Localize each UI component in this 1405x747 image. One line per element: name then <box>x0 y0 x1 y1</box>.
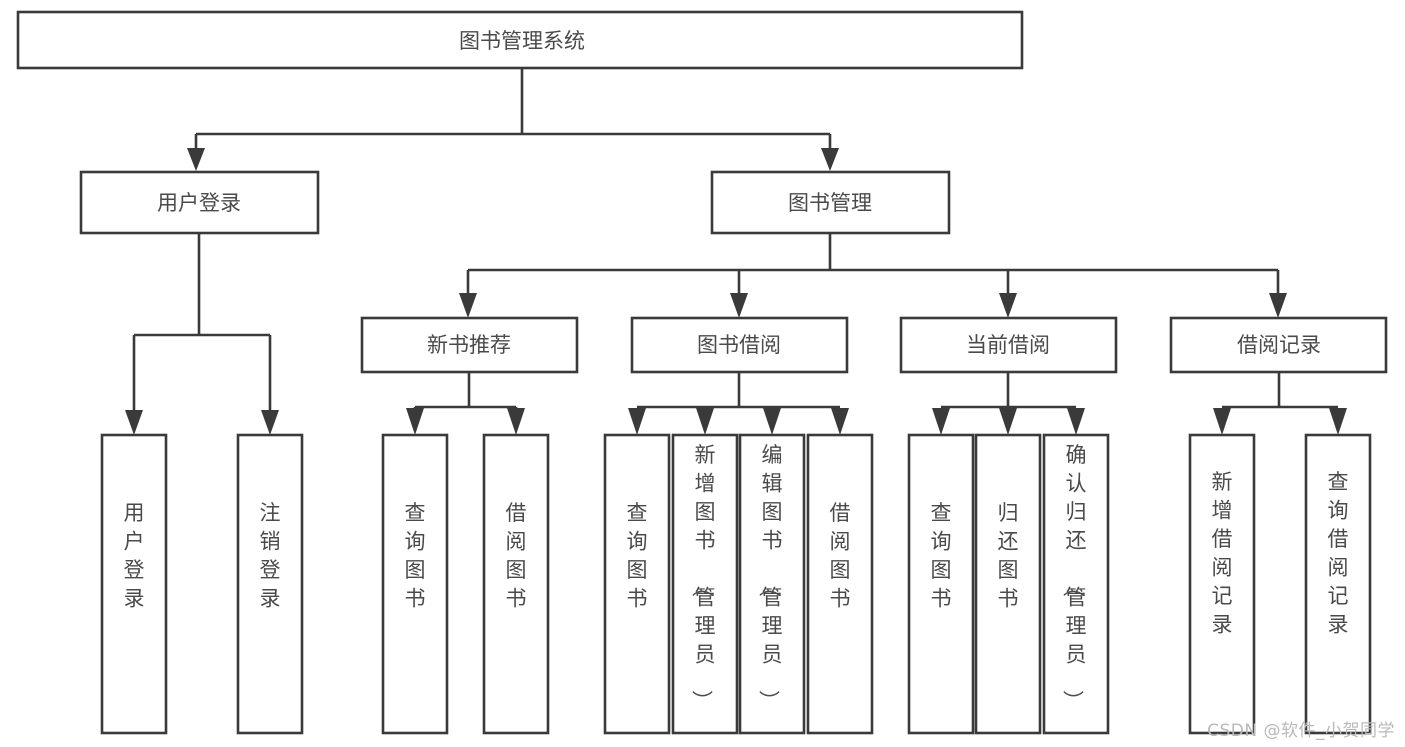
node-new-book-recommend-box[interactable] <box>360 316 579 374</box>
node-leaf-borrow-book-2-label: 借阅图书 <box>830 501 851 611</box>
node-borrow-record-box[interactable] <box>1169 316 1388 374</box>
node-current-borrow-box[interactable] <box>899 316 1118 374</box>
node-leaf-confirm-return[interactable]: 确认归还（管理员） <box>1042 433 1110 735</box>
node-leaf-query-record[interactable]: 查询借阅记录 <box>1304 433 1372 735</box>
node-leaf-borrow-book-2-box[interactable] <box>806 433 874 735</box>
node-leaf-query-book-2[interactable]: 查询图书 <box>603 433 671 735</box>
node-leaf-borrow-book-1-box[interactable] <box>482 433 550 735</box>
node-leaf-confirm-return-label: 确认归还（管理员） <box>1061 443 1087 711</box>
node-leaf-return-book-label: 归还图书 <box>998 501 1019 611</box>
arrow-to-leaf-logout <box>261 410 279 435</box>
node-book-borrow-box[interactable] <box>630 316 849 374</box>
node-leaf-query-record-box[interactable] <box>1304 433 1372 735</box>
node-leaf-query-book-1[interactable]: 查询图书 <box>381 433 449 735</box>
node-leaf-confirm-return-box[interactable] <box>1042 433 1110 735</box>
connector-group-borrow-record <box>1213 372 1347 435</box>
node-leaf-query-book-3-box[interactable] <box>907 433 975 735</box>
arrow-to-leaf-query-record <box>1329 408 1347 435</box>
node-leaf-add-book-label: 新增图书（管理员） <box>690 443 716 711</box>
connector-group-current-borrow <box>932 372 1085 435</box>
arrow-to-leaf-confirm-return <box>1067 408 1085 435</box>
csdn-watermark: CSDN @软件_小贺同学 <box>1207 721 1395 741</box>
node-borrow-record-label: 借阅记录 <box>1237 333 1321 357</box>
node-leaf-add-book-box[interactable] <box>671 433 739 735</box>
node-book-borrow[interactable]: 图书借阅 <box>630 316 849 374</box>
node-book-management-box[interactable] <box>710 170 951 235</box>
arrow-to-leaf-borrow-book-1 <box>507 408 525 435</box>
node-leaf-user-login-box[interactable] <box>100 433 168 735</box>
arrow-root-to-book-management <box>821 148 839 171</box>
node-leaf-add-record-label: 新增借阅记录 <box>1212 470 1233 637</box>
node-root-box[interactable] <box>16 10 1024 70</box>
arrow-to-current-borrow <box>999 293 1017 318</box>
node-leaf-query-book-1-box[interactable] <box>381 433 449 735</box>
node-leaf-query-book-3-label: 查询图书 <box>931 501 952 611</box>
arrow-to-new-book-recommend <box>459 293 477 318</box>
connector-group-user-login <box>125 233 279 435</box>
arrow-root-to-user-login <box>187 148 205 171</box>
node-leaf-add-record-box[interactable] <box>1188 433 1256 735</box>
node-leaf-query-book-2-label: 查询图书 <box>627 501 648 611</box>
node-leaf-user-login[interactable]: 用户登录 <box>100 433 168 735</box>
node-leaf-query-book-1-label: 查询图书 <box>405 501 426 611</box>
node-user-login[interactable]: 用户登录 <box>79 170 320 235</box>
connector-group-book-borrow <box>628 372 849 435</box>
node-leaf-query-record-label: 查询借阅记录 <box>1328 470 1349 637</box>
connector-group-root <box>187 68 839 171</box>
node-leaf-query-book-2-box[interactable] <box>603 433 671 735</box>
connector-group-book-management <box>459 233 1287 318</box>
connector-group-new-book-recommend <box>406 372 525 435</box>
arrow-to-book-borrow <box>730 293 748 318</box>
node-leaf-logout-box[interactable] <box>236 433 304 735</box>
node-leaf-return-book-box[interactable] <box>974 433 1042 735</box>
arrow-to-leaf-query-book-1 <box>406 408 424 435</box>
arrow-to-leaf-edit-book <box>763 408 781 435</box>
node-book-management-label: 图书管理 <box>788 191 872 215</box>
node-leaf-add-record[interactable]: 新增借阅记录 <box>1188 433 1256 735</box>
node-new-book-recommend-label: 新书推荐 <box>427 333 511 357</box>
arrow-to-leaf-user-login <box>125 410 143 435</box>
node-new-book-recommend[interactable]: 新书推荐 <box>360 316 579 374</box>
arrow-to-leaf-add-record <box>1213 408 1231 435</box>
node-leaf-borrow-book-1-label: 借阅图书 <box>506 501 527 611</box>
node-user-login-label: 用户登录 <box>157 191 241 215</box>
node-current-borrow-label: 当前借阅 <box>966 333 1050 357</box>
node-user-login-box[interactable] <box>79 170 320 235</box>
node-leaf-logout[interactable]: 注销登录 <box>236 433 304 735</box>
node-leaf-logout-label: 注销登录 <box>260 501 281 611</box>
node-root-label: 图书管理系统 <box>459 29 585 53</box>
arrow-to-leaf-query-book-3 <box>932 408 950 435</box>
node-leaf-edit-book[interactable]: 编辑图书（管理员） <box>738 433 806 735</box>
node-leaf-add-book[interactable]: 新增图书（管理员） <box>671 433 739 735</box>
arrow-to-borrow-record <box>1269 293 1287 318</box>
arrow-to-leaf-return-book <box>999 408 1017 435</box>
node-root[interactable]: 图书管理系统 <box>16 10 1024 70</box>
node-leaf-edit-book-label: 编辑图书（管理员） <box>757 443 783 711</box>
arrow-to-leaf-borrow-book-2 <box>831 408 849 435</box>
node-leaf-return-book[interactable]: 归还图书 <box>974 433 1042 735</box>
arrow-to-leaf-query-book-2 <box>628 408 646 435</box>
node-current-borrow[interactable]: 当前借阅 <box>899 316 1118 374</box>
node-leaf-user-login-label: 用户登录 <box>124 501 145 611</box>
node-borrow-record[interactable]: 借阅记录 <box>1169 316 1388 374</box>
node-leaf-borrow-book-2[interactable]: 借阅图书 <box>806 433 874 735</box>
node-leaf-edit-book-box[interactable] <box>738 433 806 735</box>
node-leaf-query-book-3[interactable]: 查询图书 <box>907 433 975 735</box>
node-leaf-borrow-book-1[interactable]: 借阅图书 <box>482 433 550 735</box>
node-book-borrow-label: 图书借阅 <box>697 333 781 357</box>
node-book-management[interactable]: 图书管理 <box>710 170 951 235</box>
arrow-to-leaf-add-book <box>696 408 714 435</box>
